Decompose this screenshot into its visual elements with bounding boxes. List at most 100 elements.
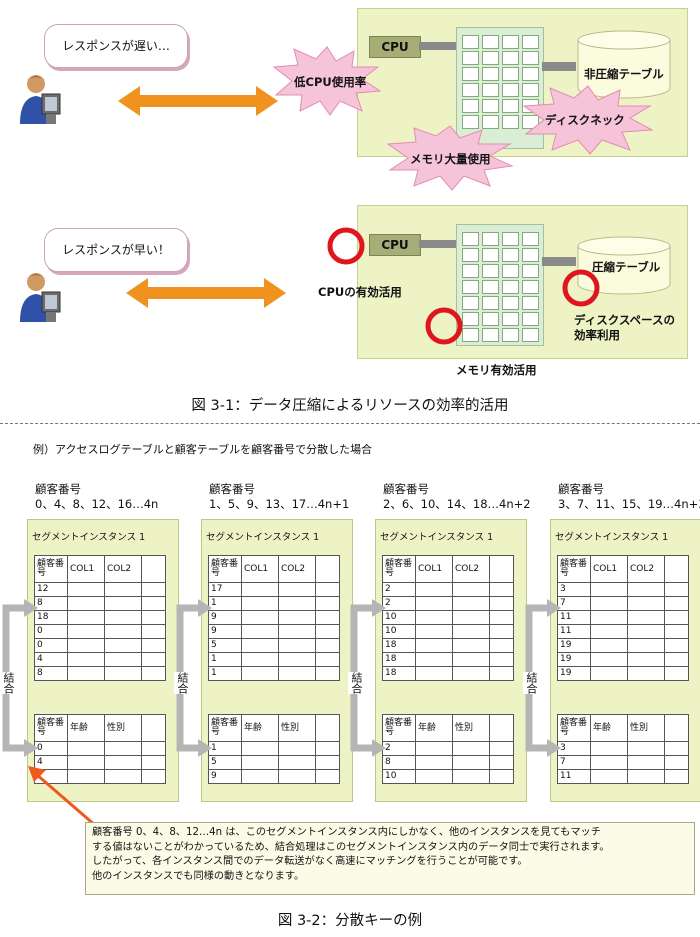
memory-effective-label: メモリ有効活用 — [456, 363, 537, 377]
customer-id-cell: 11 — [557, 769, 591, 784]
table-row: 11 — [557, 769, 689, 784]
memory-cell — [502, 51, 519, 65]
table-header-row: 顧客番号 年齢 性別 — [34, 714, 166, 742]
cpu-label-fast: CPU — [381, 238, 409, 252]
user-icon-fast — [20, 273, 61, 322]
memory-cell — [482, 248, 499, 262]
memory-cell — [502, 328, 519, 342]
memory-cell — [502, 232, 519, 246]
disk-effective-label-2: 効率利用 — [574, 328, 620, 342]
memory-cell — [522, 296, 539, 310]
speech-text-fast: レスポンスが早い！ — [62, 243, 170, 257]
column-header — [141, 555, 166, 583]
note-arrow — [28, 766, 97, 828]
column-header: 顧客番号 — [34, 555, 68, 583]
memory-cell — [522, 67, 539, 81]
customer-table: 顧客番号 年齢 性別 042 — [34, 714, 166, 784]
column-header: COL1 — [590, 555, 628, 583]
table-row: 8 — [34, 666, 166, 681]
memory-cell — [522, 51, 539, 65]
ring-cpu — [327, 227, 365, 265]
table-row: 1 — [208, 666, 340, 681]
example-intro: 例）アクセスログテーブルと顧客テーブルを顧客番号で分散した場合 — [33, 443, 373, 456]
memory-cell — [462, 264, 479, 278]
memory-cell — [462, 296, 479, 310]
table-header-row: 顧客番号 年齢 性別 — [208, 714, 340, 742]
cpu-label-slow: CPU — [381, 40, 409, 54]
join-label: 結合 — [523, 672, 539, 694]
memory-cell — [502, 115, 519, 129]
customer-id-cell: 18 — [382, 666, 416, 681]
table-row: 5 — [208, 755, 340, 770]
memory-cell — [502, 296, 519, 310]
segment-key-header: 顧客番号 0、4、8、12、16…4n — [35, 482, 158, 512]
note-line: する値はないことがわかっているため、結合処理はこのセグメントインスタンス内のデー… — [92, 841, 610, 853]
table-row: 3 — [557, 582, 689, 597]
table-row: 2 — [382, 741, 514, 756]
memory-cell — [462, 83, 479, 97]
burst-cpu — [272, 46, 382, 116]
memory-cell — [482, 83, 499, 97]
memory-cell — [522, 83, 539, 97]
column-header: COL2 — [278, 555, 316, 583]
memory-cell — [522, 35, 539, 49]
table-row: 18 — [382, 666, 514, 681]
double-arrow-slow — [118, 86, 278, 116]
memory-cell — [522, 115, 539, 129]
segment-key-title: 顧客番号 — [383, 482, 429, 496]
segment-key-values: 0、4、8、12、16…4n — [35, 497, 159, 511]
table-row: 10 — [382, 610, 514, 625]
segment-key-values: 3、7、11、15、19…4n+3 — [558, 497, 700, 511]
column-header: 顧客番号 — [557, 555, 591, 583]
column-header: COL1 — [415, 555, 453, 583]
memory-cell — [502, 280, 519, 294]
segment-instance-title: セグメントインスタンス 1 — [380, 532, 494, 543]
column-header: COL1 — [67, 555, 105, 583]
join-label: 結合 — [174, 672, 190, 694]
memory-cell — [522, 264, 539, 278]
segment-key-values: 1、5、9、13、17…4n+1 — [209, 497, 350, 511]
cpu-bus-fast — [419, 240, 457, 248]
table-header-row: 顧客番号 年齢 性別 — [382, 714, 514, 742]
memory-cell — [462, 328, 479, 342]
speech-text-slow: レスポンスが遅い… — [62, 39, 170, 53]
table-label-slow: 非圧縮テーブル — [584, 67, 664, 81]
table-row: 10 — [382, 769, 514, 784]
memory-cell — [482, 35, 499, 49]
column-header — [664, 714, 689, 742]
column-header — [664, 555, 689, 583]
burst-memory-label: メモリ大量使用 — [410, 152, 491, 166]
table-row: 8 — [34, 596, 166, 611]
column-header: 顧客番号 — [557, 714, 591, 742]
column-header: 顧客番号 — [208, 555, 242, 583]
cpu-bus-slow — [419, 42, 457, 50]
memory-cell — [522, 328, 539, 342]
segment-instance-title: セグメントインスタンス 1 — [206, 532, 320, 543]
memory-cell — [462, 99, 479, 113]
table-row: 0 — [34, 624, 166, 639]
column-header: COL2 — [452, 555, 490, 583]
table-header-row: 顧客番号 COL1 COL2 — [208, 555, 340, 583]
memory-cell — [462, 280, 479, 294]
table-row: 0 — [34, 741, 166, 756]
table-row: 17 — [208, 582, 340, 597]
figure-3-2-caption: 図 3-2：分散キーの例 — [277, 913, 423, 929]
memory-cell — [502, 83, 519, 97]
memory-grid-slow — [456, 27, 544, 149]
segment-key-title: 顧客番号 — [558, 482, 604, 496]
memory-cell — [482, 51, 499, 65]
table-label-fast: 圧縮テーブル — [592, 260, 661, 274]
column-header: 性別 — [627, 714, 665, 742]
table-header-row: 顧客番号 COL1 COL2 — [557, 555, 689, 583]
memory-cell — [482, 115, 499, 129]
memory-cell — [502, 99, 519, 113]
segment-key-title: 顧客番号 — [209, 482, 255, 496]
table-row: 12 — [34, 582, 166, 597]
user-icon-slow — [20, 75, 61, 124]
segment-key-title: 顧客番号 — [35, 482, 81, 496]
disk-bus-slow — [542, 62, 576, 71]
column-header: 年齢 — [67, 714, 105, 742]
table-row: 1 — [208, 652, 340, 667]
